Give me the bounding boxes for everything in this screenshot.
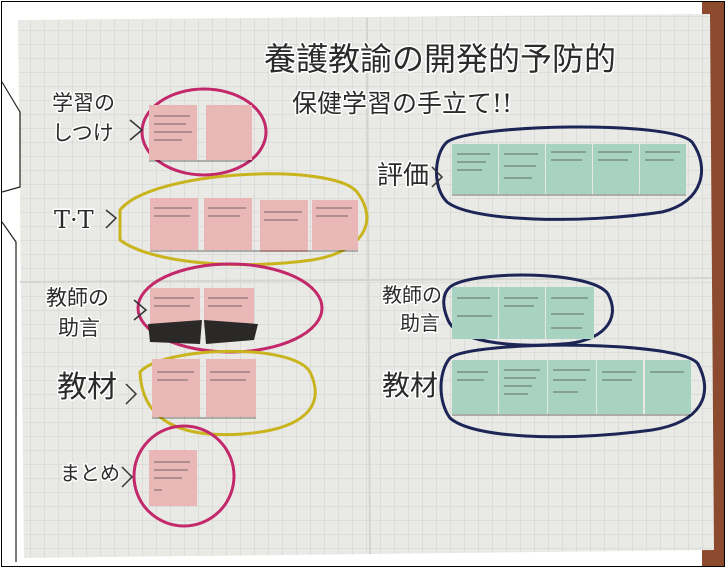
sticky-note-pink [150,198,198,250]
sticky-note-green [499,287,545,339]
callout-left-top [2,81,21,193]
sticky-note-pink [204,198,252,250]
label-teacher-advice-right-1: 教師の [382,283,442,307]
sticky-note-pink [260,200,308,252]
ring-navy [439,343,707,439]
sticky-note-green [452,287,498,339]
ring-magenta [132,424,236,528]
sticky-note-pink [149,105,197,160]
label-teacher-advice-left-2: 助言 [58,316,100,340]
note-scribbles [154,297,248,307]
note-scribbles [157,371,250,381]
poster-title: 養護教諭の開発的予防的 保健学習の手立て!! [263,39,618,120]
note-scribbles [457,151,680,179]
sticky-note-pink [206,359,256,417]
title-line-2: 保健学習の手立て!! [292,89,512,118]
ring-navy [442,273,614,347]
label-materials-right: 教材 [382,369,438,402]
note-scribbles [154,207,352,221]
label-materials-left: 教材 [57,370,117,405]
note-scribbles [457,297,588,329]
sticky-note-green [499,360,547,414]
sticky-note-green [499,144,545,194]
group-learning-discipline: 学習の しつけ [51,87,268,177]
sticky-note-green [548,360,596,414]
ring-navy [435,125,704,221]
sticky-note-green [546,144,592,194]
label-teacher-advice-left-1: 教師の [46,286,109,310]
brace-mark [129,119,144,141]
note-shadows [149,160,691,419]
group-summary: まとめ [59,424,236,528]
note-scribbles [154,115,192,141]
label-learning-discipline-1: 学習の [52,91,115,115]
group-materials-right: 教材 [381,343,707,439]
sticky-note-green [546,287,594,339]
callout-left-bottom [2,221,17,562]
label-summary: まとめ [60,461,120,485]
note-scribbles [154,461,190,491]
sticky-note-green [593,144,639,194]
sticky-note-pink [206,105,252,160]
sticky-note-green [640,144,686,194]
group-teacher-advice-left: 教師の 助言 [45,262,324,354]
ring-yellow [118,172,369,267]
note-scribbles [457,369,684,395]
sticky-note-pink [312,200,358,250]
label-teacher-advice-right-2: 助言 [400,311,440,335]
brace-mark [133,299,148,321]
sticky-note-green [452,144,498,194]
brace-mark [105,209,118,229]
group-evaluation: 評価 [376,125,704,221]
group-teacher-advice-right: 教師の 助言 [381,273,614,347]
ring-yellow [138,349,317,437]
dark-strip [148,320,202,344]
label-evaluation: 評価 [377,161,429,191]
brace-mark [431,166,444,188]
dark-strip [204,320,258,344]
brace-mark [125,383,138,405]
group-tt: T·T [53,172,369,267]
sticky-note-green [452,360,498,414]
brace-mark [121,466,134,488]
sticky-note-green [645,360,691,414]
ring-magenta [140,87,268,177]
sticky-note-green [597,360,643,414]
label-tt: T·T [54,206,94,234]
label-learning-discipline-2: しつけ [52,121,114,145]
title-line-1: 養護教諭の開発的予防的 [264,40,616,78]
group-materials-left: 教材 [56,349,317,437]
sticky-note-pink [152,359,200,417]
